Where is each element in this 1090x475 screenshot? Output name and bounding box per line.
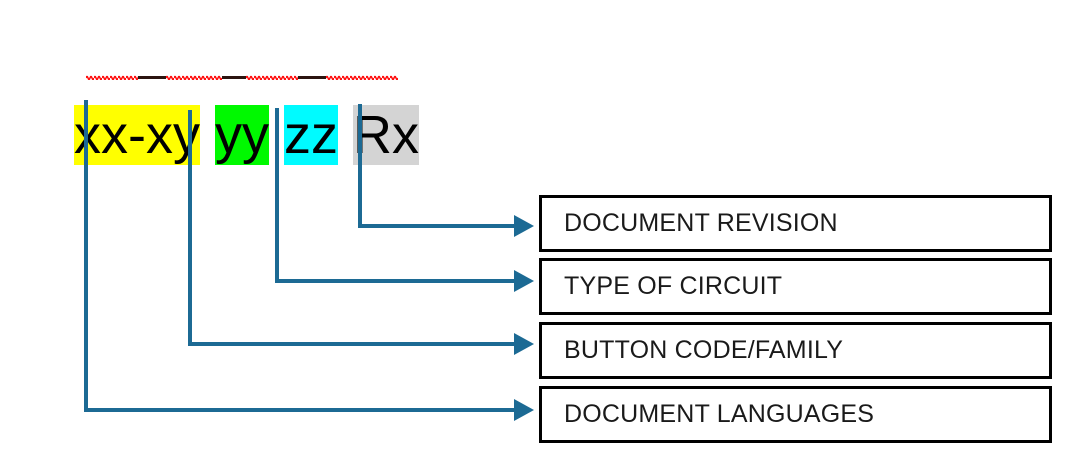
stray-rule-1 [138, 76, 166, 79]
stray-rule-2 [222, 76, 246, 79]
connector-arrowhead-document-languages [514, 399, 534, 421]
spellcheck-underline-2 [166, 74, 222, 80]
code-segment-document-revision: Rx [353, 105, 420, 165]
label-text-type-of-circuit: TYPE OF CIRCUIT [564, 272, 783, 300]
label-box-type-of-circuit[interactable]: TYPE OF CIRCUIT [539, 258, 1052, 315]
connector-arrowhead-button-code-family [514, 333, 534, 355]
code-segment-document-languages-tail: y [173, 105, 200, 165]
label-box-document-languages[interactable]: DOCUMENT LANGUAGES [539, 386, 1052, 443]
label-box-document-revision[interactable]: DOCUMENT REVISION [539, 195, 1052, 252]
spellcheck-underline-1 [86, 74, 138, 80]
connector-vline-type-of-circuit [275, 108, 279, 283]
connector-vline-button-code-family [188, 110, 192, 346]
connector-arrowhead-document-revision [514, 215, 534, 237]
code-segment-button-code-family: yy [215, 105, 270, 165]
code-segment-document-languages: xx-x [74, 105, 173, 165]
connector-hline-document-languages [84, 408, 516, 412]
connector-vline-document-languages [84, 100, 88, 412]
label-box-button-code-family[interactable]: BUTTON CODE/FAMILY [539, 322, 1052, 379]
stray-rule-3 [298, 76, 326, 79]
label-text-button-code-family: BUTTON CODE/FAMILY [564, 336, 844, 364]
connector-vline-document-revision [358, 104, 362, 228]
connector-hline-type-of-circuit [275, 279, 516, 283]
part-number-code-string: xx-xy yy zz Rx [14, 12, 420, 165]
connector-hline-document-revision [358, 224, 516, 228]
code-space-3 [338, 105, 353, 165]
spellcheck-underline-3 [246, 74, 298, 80]
label-text-document-languages: DOCUMENT LANGUAGES [564, 400, 875, 428]
code-segment-type-of-circuit: zz [284, 105, 339, 165]
spellcheck-underline-4 [326, 74, 398, 80]
connector-hline-button-code-family [188, 342, 516, 346]
connector-arrowhead-type-of-circuit [514, 270, 534, 292]
code-space-1 [200, 105, 215, 165]
label-text-document-revision: DOCUMENT REVISION [564, 209, 838, 237]
